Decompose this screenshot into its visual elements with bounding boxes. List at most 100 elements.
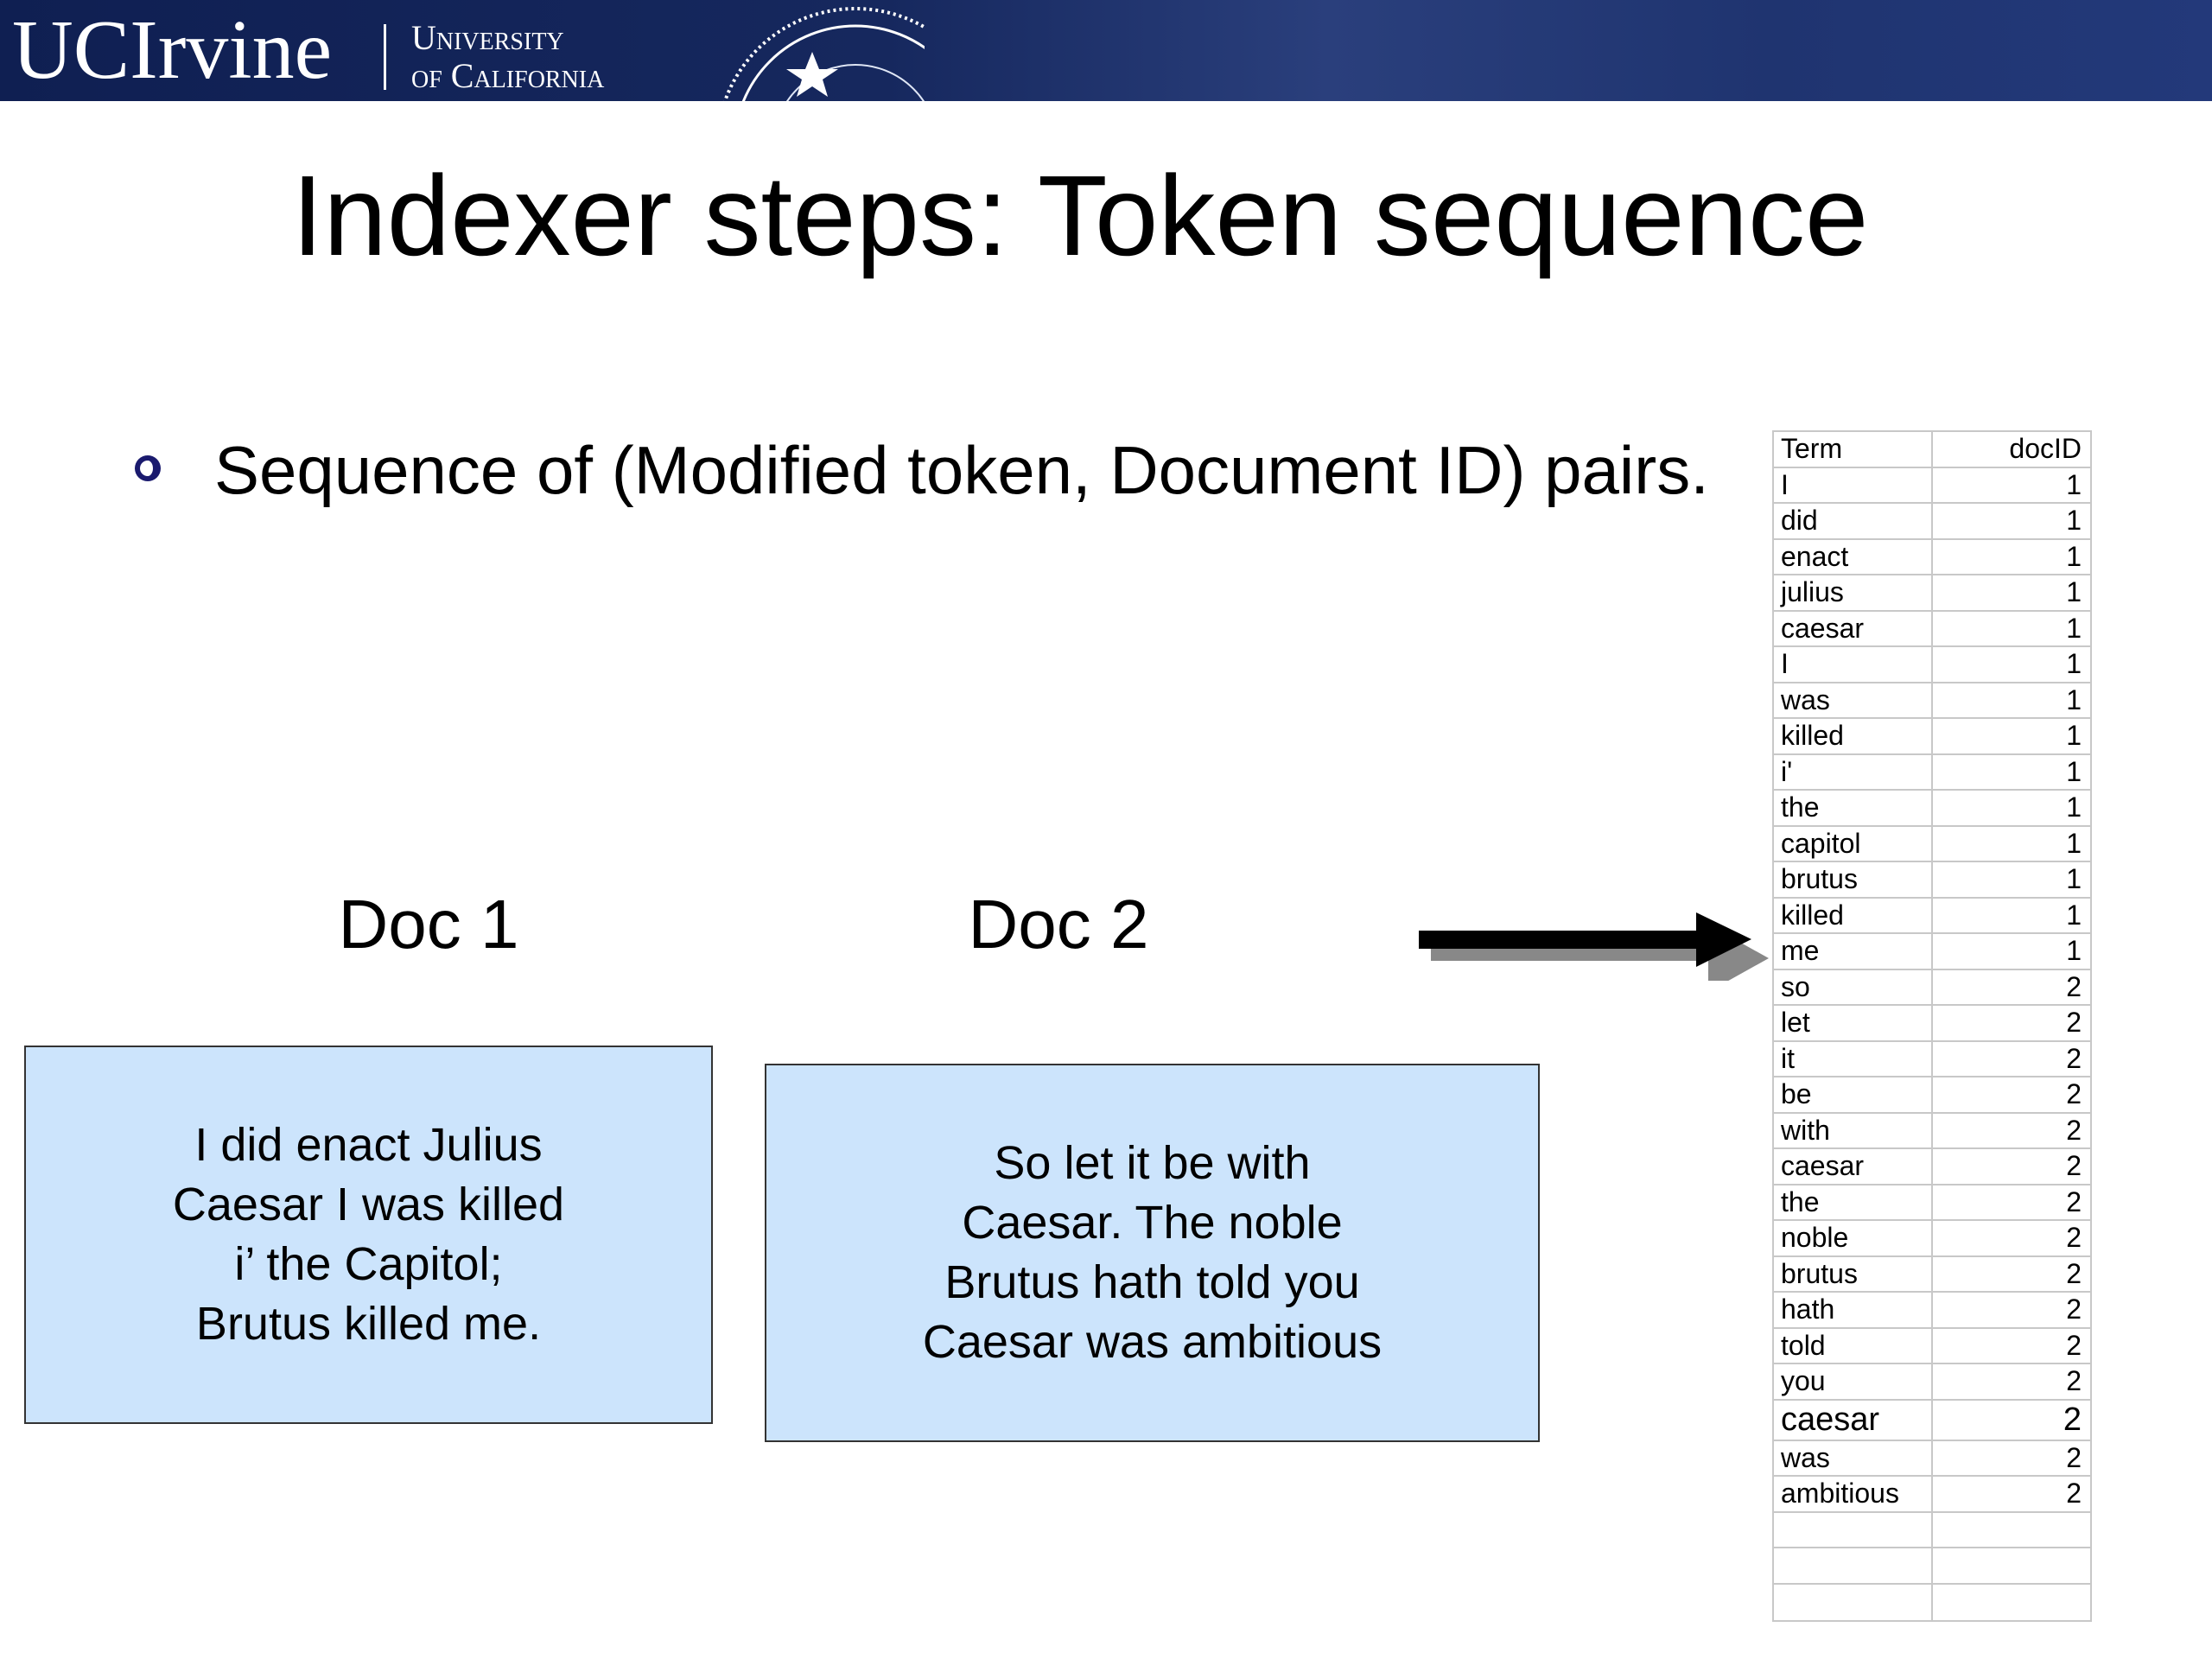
doc2-label: Doc 2: [968, 886, 1149, 963]
term-cell: caesar: [1774, 1149, 1933, 1184]
bullet-circle-icon: [135, 455, 161, 481]
doc1-line: i’ the Capitol;: [234, 1238, 503, 1290]
term-cell: was: [1774, 683, 1933, 717]
university-seal-icon: [722, 7, 925, 101]
term-cell: [1774, 1548, 1933, 1583]
docid-cell: 1: [2066, 827, 2082, 859]
docid-cell: [1933, 1513, 2090, 1548]
term-cell: with: [1774, 1113, 1933, 1147]
table-row: with 2: [1774, 1113, 2090, 1149]
term-cell: julius: [1774, 575, 1933, 610]
docid-cell: 1: [2066, 505, 2082, 537]
table-row: noble 2: [1774, 1221, 2090, 1257]
doc2-line: Brutus hath told you: [944, 1256, 1360, 1308]
docid-cell: 2: [2066, 1042, 2082, 1074]
docid-cell: 2: [2066, 1114, 2082, 1146]
doc2-line: Caesar was ambitious: [922, 1316, 1382, 1368]
table-row: was 1: [1774, 683, 2090, 719]
term-cell: [1774, 1584, 1933, 1620]
doc2-box: So let it be with Caesar. The noble Brut…: [765, 1064, 1540, 1442]
term-cell: brutus: [1774, 862, 1933, 897]
docid-cell: 2: [2066, 1441, 2082, 1473]
term-cell: it: [1774, 1041, 1933, 1076]
docid-cell: [1933, 1548, 2090, 1583]
table-row: let 2: [1774, 1006, 2090, 1042]
docid-cell: 1: [2066, 755, 2082, 787]
docid-cell: 2: [2066, 1078, 2082, 1110]
doc1-line: Brutus killed me.: [195, 1298, 542, 1350]
slide-title: Indexer steps: Token sequence: [291, 152, 1869, 279]
doc1-line: Caesar I was killed: [172, 1179, 565, 1230]
term-cell: you: [1774, 1364, 1933, 1399]
term-cell: capitol: [1774, 826, 1933, 861]
term-cell: killed: [1774, 719, 1933, 753]
docid-cell: 2: [2066, 1329, 2082, 1361]
term-cell: i': [1774, 754, 1933, 789]
table-row: it 2: [1774, 1041, 2090, 1077]
header-banner: UCIrvine University of California: [0, 0, 2212, 101]
docid-cell: 2: [2066, 1478, 2082, 1510]
table-header-row: Term docID: [1774, 432, 2090, 468]
term-cell: ambitious: [1774, 1477, 1933, 1511]
docid-cell: 2: [2066, 1185, 2082, 1217]
docid-cell: 1: [2066, 935, 2082, 967]
docid-cell: 1: [2066, 612, 2082, 644]
term-cell: the: [1774, 1185, 1933, 1219]
docid-cell: 2: [2066, 1365, 2082, 1397]
right-arrow-icon: [1419, 912, 1769, 981]
header-term: Term: [1774, 432, 1933, 467]
doc1-label: Doc 1: [338, 886, 519, 963]
table-row: ambitious 2: [1774, 1477, 2090, 1513]
table-row: you 2: [1774, 1364, 2090, 1401]
table-row: i' 1: [1774, 754, 2090, 791]
docid-cell: 1: [2066, 468, 2082, 500]
table-row: caesar 2: [1774, 1149, 2090, 1185]
docid-cell: 1: [2066, 648, 2082, 680]
docid-cell: [1933, 1585, 2090, 1621]
term-cell: so: [1774, 969, 1933, 1004]
table-row: julius 1: [1774, 575, 2090, 612]
docid-cell: 1: [2066, 863, 2082, 895]
docid-cell: 2: [2066, 1007, 2082, 1039]
logo-sub-line2: of California: [411, 56, 605, 95]
table-row: the 2: [1774, 1185, 2090, 1221]
doc2-line: So let it be with: [994, 1137, 1311, 1189]
table-row: [1774, 1584, 2090, 1621]
docid-cell: 2: [2066, 1150, 2082, 1182]
term-cell: [1774, 1512, 1933, 1547]
doc1-box: I did enact Julius Caesar I was killed i…: [24, 1046, 713, 1424]
docid-cell: 2: [2066, 1257, 2082, 1289]
table-row: me 1: [1774, 934, 2090, 970]
term-cell: caesar: [1774, 1400, 1933, 1440]
doc2-line: Caesar. The noble: [962, 1197, 1343, 1249]
uci-logo: UCIrvine: [12, 3, 333, 97]
docid-cell: 1: [2066, 791, 2082, 823]
docid-cell: 2: [2066, 1294, 2082, 1325]
docid-cell: 1: [2066, 540, 2082, 572]
term-cell: did: [1774, 504, 1933, 538]
term-cell: was: [1774, 1440, 1933, 1475]
logo-sub-line1: University: [411, 18, 564, 57]
docid-cell: 1: [2066, 683, 2082, 715]
table-row: capitol 1: [1774, 826, 2090, 862]
term-cell: be: [1774, 1077, 1933, 1112]
docid-cell: 2: [2066, 1222, 2082, 1254]
term-cell: me: [1774, 934, 1933, 969]
table-row: did 1: [1774, 504, 2090, 540]
table-row: [1774, 1512, 2090, 1548]
bullet-text: Sequence of (Modified token, Document ID…: [214, 432, 1709, 508]
term-cell: I: [1774, 467, 1933, 502]
term-cell: noble: [1774, 1221, 1933, 1255]
term-cell: let: [1774, 1006, 1933, 1040]
docid-cell: 1: [2066, 576, 2082, 608]
